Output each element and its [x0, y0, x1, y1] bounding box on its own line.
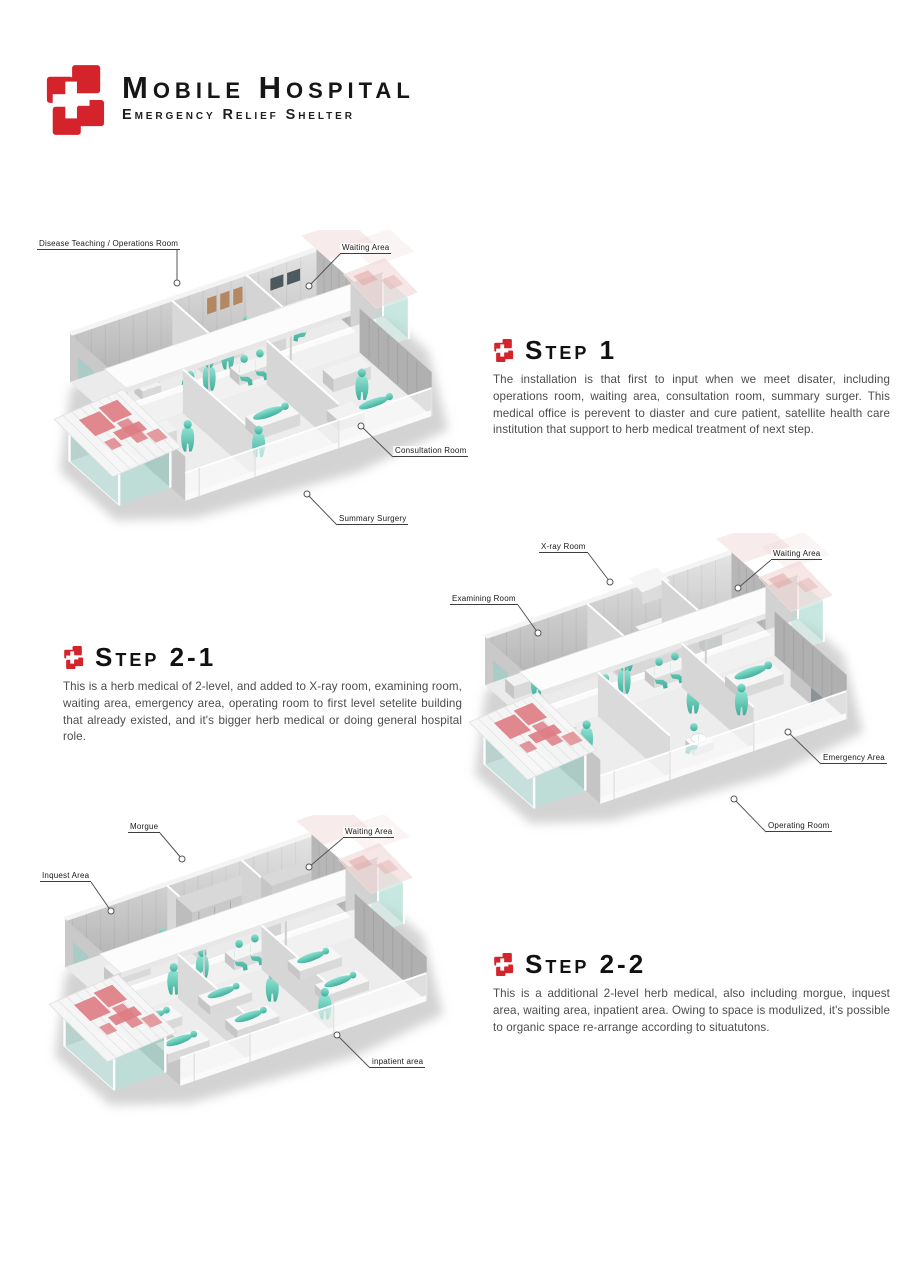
shelter-isometric-render: [468, 533, 864, 824]
building-step-1-illustration: Disease Teaching / Operations Room Waitin…: [30, 230, 480, 560]
step-1-paragraph: The installation is that first to input …: [493, 373, 890, 437]
step-1-title: Step 1: [525, 335, 618, 365]
room-label: X-ray Room: [539, 542, 588, 553]
person-figure: [181, 420, 195, 452]
step-2-1-heading: Step 2-1: [63, 644, 462, 670]
step-2-2-section: Step 2-2 This is a additional 2-level he…: [493, 951, 890, 1036]
shelter-isometric-render: [53, 230, 449, 521]
patient-figure: [358, 392, 393, 410]
room-label: Morgue: [128, 822, 161, 833]
step-2-2-title: Step 2-2: [525, 949, 647, 979]
step-2-1-title: Step 2-1: [95, 642, 217, 672]
room-label: Inquest Area: [40, 871, 92, 882]
room-label: Consultation Room: [393, 446, 469, 457]
person-figure: [654, 657, 668, 689]
step-2-1-section: Step 2-1 This is a herb medical of 2-lev…: [63, 644, 462, 746]
step-red-cross-icon: [64, 645, 84, 669]
person-figure: [167, 963, 181, 995]
person-figure: [355, 368, 369, 400]
room-label: Operating Room: [766, 821, 832, 832]
room-label: Disease Teaching / Operations Room: [37, 239, 181, 250]
step-1-section: Step 1 The installation is that first to…: [493, 337, 890, 439]
step-red-cross-icon: [494, 952, 514, 976]
patient-figure: [297, 947, 330, 964]
person-figure: [234, 939, 248, 971]
person-figure: [735, 683, 748, 716]
room-label: Summary Surgery: [337, 514, 409, 525]
step-2-2-paragraph: This is a additional 2-level herb medica…: [493, 987, 890, 1034]
brand-text: Mobile Hospital Emergency Relief Shelter: [122, 62, 415, 123]
step-1-heading: Step 1: [493, 337, 890, 363]
step-2-1-paragraph: This is a herb medical of 2-level, and a…: [63, 680, 462, 744]
patient-figure: [207, 982, 240, 999]
page-subtitle: Emergency Relief Shelter: [122, 107, 355, 123]
patient-figure: [164, 1030, 198, 1047]
patient-figure: [734, 661, 773, 680]
room-label: Examining Room: [450, 594, 518, 605]
person-figure: [254, 349, 269, 381]
room-label: Waiting Area: [771, 549, 823, 560]
brand-header: Mobile Hospital Emergency Relief Shelter: [44, 62, 415, 138]
room-label: Emergency Area: [821, 753, 887, 764]
step-red-cross-icon: [494, 338, 514, 362]
page-title: Mobile Hospital: [122, 70, 415, 105]
person-figure: [249, 934, 264, 966]
patient-figure: [324, 971, 357, 988]
person-figure: [239, 354, 253, 386]
shelter-isometric-render: [48, 815, 444, 1106]
room-label: inpatient area: [370, 1057, 426, 1068]
step-2-2-heading: Step 2-2: [493, 951, 890, 977]
person-figure: [669, 652, 684, 684]
room-label: Waiting Area: [340, 243, 392, 254]
red-cross-logo-icon: [46, 65, 105, 135]
patient-figure: [234, 1006, 267, 1023]
patient-figure: [252, 402, 289, 420]
room-label: Waiting Area: [343, 827, 395, 838]
